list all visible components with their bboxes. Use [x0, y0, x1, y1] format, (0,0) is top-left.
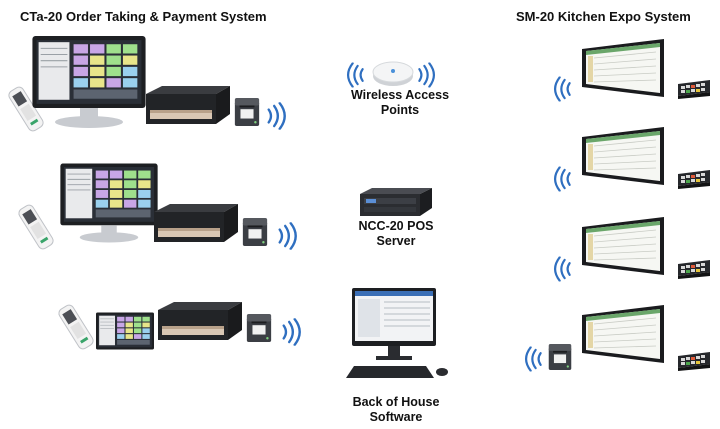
handheld-payment-icon [14, 204, 58, 250]
receipt-printer-icon [547, 342, 573, 372]
bump-bar-icon [676, 168, 712, 190]
wifi-waves-icon [553, 256, 573, 282]
kitchen-monitor-icon [580, 298, 666, 370]
kitchen-monitor-icon [580, 120, 666, 192]
wifi-waves-icon [553, 166, 573, 192]
pos-terminal-icon [60, 163, 158, 243]
wifi-waves-icon [346, 62, 366, 88]
wifi-waves-icon [416, 62, 436, 88]
heading-order-taking-system: CTa-20 Order Taking & Payment System [20, 9, 267, 24]
kitchen-monitor-icon [580, 32, 666, 104]
heading-kitchen-expo-system: SM-20 Kitchen Expo System [516, 9, 691, 24]
tablet-icon [96, 312, 154, 350]
desktop-computer-icon [346, 288, 448, 378]
wifi-waves-icon [280, 318, 302, 346]
wifi-waves-icon [553, 76, 573, 102]
receipt-printer-icon [233, 96, 261, 128]
cash-drawer-icon [142, 84, 232, 130]
receipt-printer-icon [245, 312, 273, 344]
bump-bar-icon [676, 78, 712, 100]
wifi-waves-icon [524, 346, 544, 372]
kitchen-monitor-icon [580, 210, 666, 282]
wireless-access-point-icon [372, 61, 414, 86]
wifi-waves-icon [276, 222, 298, 250]
handheld-payment-icon [54, 304, 98, 350]
rack-server-icon [360, 188, 432, 216]
bump-bar-icon [676, 350, 712, 372]
receipt-printer-icon [241, 216, 269, 248]
wifi-waves-icon [265, 102, 287, 130]
pos-terminal-icon [32, 36, 146, 128]
cash-drawer-icon [150, 202, 240, 248]
cash-drawer-icon [154, 300, 244, 346]
bump-bar-icon [676, 258, 712, 280]
